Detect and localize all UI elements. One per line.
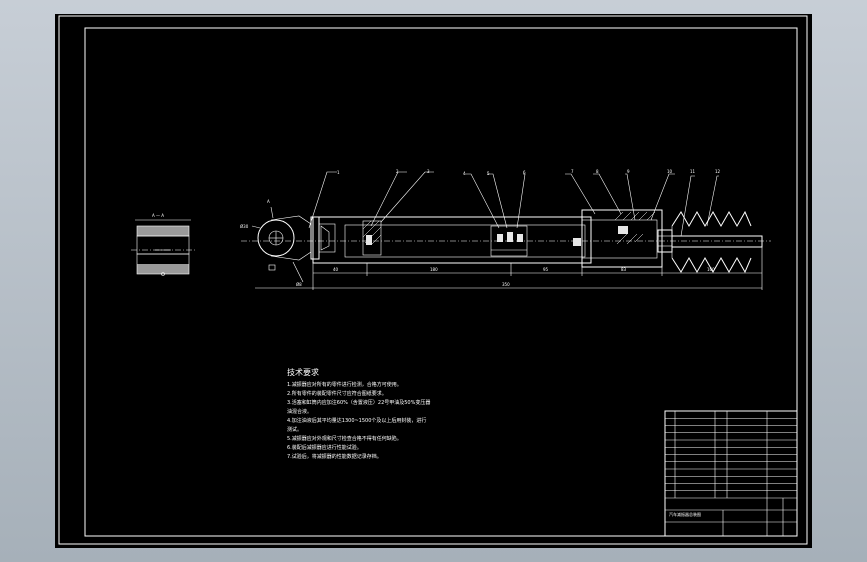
note-line-3: 3.活塞和缸筒内应加注60%（含置液压）22号甲油及50%变压器 <box>287 399 430 406</box>
note-line-2: 2.所有零件的装配零件尺寸应符合图纸要求。 <box>287 390 387 397</box>
svg-text:Ø8: Ø8 <box>296 282 302 287</box>
outer-sleeve <box>581 209 663 268</box>
inner-frame <box>84 27 798 537</box>
piston-valve <box>490 225 528 257</box>
valve-block-left <box>362 220 382 256</box>
part-number-1: 1 <box>337 170 340 175</box>
dimension-lines <box>255 247 763 290</box>
part-number-11: 11 <box>690 169 696 174</box>
part-number-9: 9 <box>627 169 630 174</box>
dim-overall: 350 <box>502 282 510 287</box>
note-line-4: 油混合液。 <box>287 408 312 415</box>
dim-left-offset: 40 <box>333 267 339 272</box>
technical-notes: 技术要求 1.减振器应对所有的零件进行检测，合格方可使用。 2.所有零件的装配零… <box>287 367 430 460</box>
view-marker: A <box>267 199 270 204</box>
dim-segment-4: 160 <box>707 267 715 272</box>
drawing-sheet: A — A Ø30 <box>55 14 812 548</box>
part-number-10: 10 <box>667 169 673 174</box>
note-line-1: 1.减振器应对所有的零件进行检测，合格方可使用。 <box>287 381 402 388</box>
part-number-12: 12 <box>715 169 721 174</box>
part-number-4: 4 <box>463 171 466 176</box>
part-number-6: 6 <box>523 170 526 175</box>
dust-boot <box>671 210 752 228</box>
part-number-5: 5 <box>487 171 490 176</box>
svg-text:Ø30: Ø30 <box>240 224 249 229</box>
note-line-9: 7.试验后，将减振器的性能数据记录存档。 <box>287 453 382 460</box>
notes-title: 技术要求 <box>287 367 319 377</box>
note-line-7: 5.减振器应对外观和尺寸检查合格不得有任何缺陷。 <box>287 435 402 442</box>
part-number-3: 3 <box>427 169 430 174</box>
section-label: A — A <box>152 213 164 218</box>
dim-segment-1: 180 <box>430 267 438 272</box>
title-block: 汽车减振器总装图 <box>664 410 798 537</box>
part-leaders <box>308 171 719 237</box>
drawing-canvas[interactable]: A — A Ø30 <box>55 14 812 548</box>
part-number-8: 8 <box>596 169 599 174</box>
cylinder-body <box>312 216 592 264</box>
note-line-8: 6.装配后减振器应进行性能试验。 <box>287 444 362 451</box>
part-number-7: 7 <box>571 169 574 174</box>
shock-absorber-assembly: Ø30 A Ø8 <box>240 169 771 290</box>
dim-segment-2: 95 <box>543 267 549 272</box>
dim-segment-3: 83 <box>621 267 627 272</box>
note-line-6: 测试。 <box>287 426 302 433</box>
drawing-title: 汽车减振器总装图 <box>669 511 701 517</box>
note-line-5: 4.加注油液后其平均量达1300~1500个及以上后用封装，进行 <box>287 417 426 424</box>
outer-frame <box>58 15 808 545</box>
mounting-eye <box>257 219 295 257</box>
section-view-a-a: A — A <box>131 213 195 276</box>
part-number-2: 2 <box>396 169 399 174</box>
piston-rod <box>671 235 763 248</box>
